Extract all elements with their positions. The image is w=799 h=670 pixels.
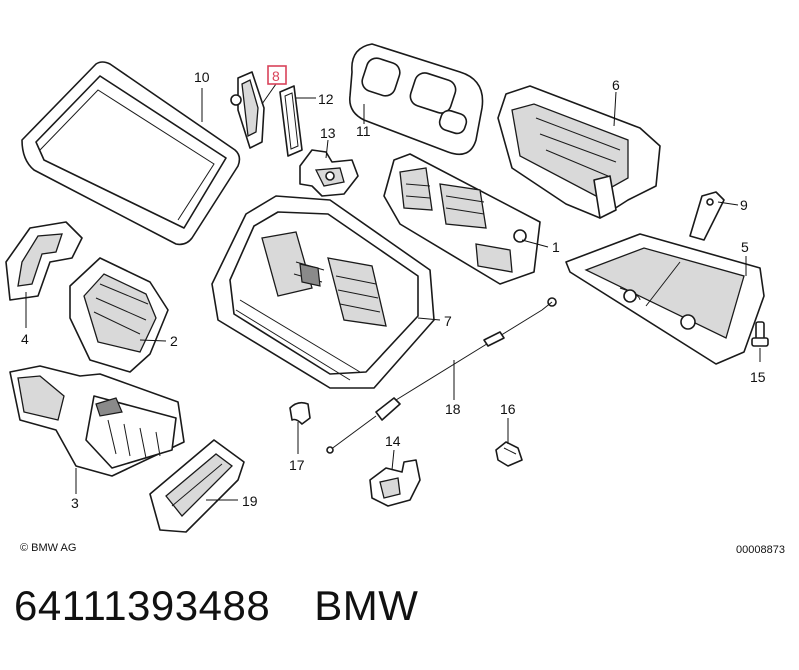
part-9-plate <box>689 191 725 241</box>
part-6-upper-housing <box>497 85 661 219</box>
part-3-blower-housing <box>9 365 185 477</box>
part-8-flap <box>230 71 265 149</box>
part-5-tray <box>565 233 765 365</box>
callout-17: 17 <box>289 457 305 473</box>
callout-19: 19 <box>242 493 258 509</box>
part-16-clip <box>495 441 523 467</box>
part-12-seal-strip <box>279 85 303 157</box>
part-10-gasket-frame <box>21 61 241 246</box>
callout-5: 5 <box>741 239 749 255</box>
callout-8: 8 <box>272 68 280 84</box>
callout-7: 7 <box>444 313 452 329</box>
drawing-id: 00008873 <box>736 544 785 556</box>
part-7-heater-housing <box>211 195 435 389</box>
callout-15: 15 <box>750 369 766 385</box>
callout-13: 13 <box>320 125 336 141</box>
part-1-vent-panel <box>383 153 541 285</box>
part-number: 64111393488 <box>14 582 271 629</box>
brand-name: BMW <box>314 582 419 629</box>
copyright-text: © BMW AG <box>20 542 77 554</box>
callout-labels: 10 8 12 13 11 6 9 1 5 15 7 4 2 3 19 17 1… <box>21 65 766 511</box>
callout-12: 12 <box>318 91 334 107</box>
part-19-lower-duct <box>149 439 245 533</box>
callout-16: 16 <box>500 401 516 417</box>
part-15-screw <box>751 321 769 347</box>
callout-8-highlight-box <box>267 65 287 85</box>
part-18-cable <box>326 297 557 454</box>
callout-3: 3 <box>71 495 79 511</box>
callout-10: 10 <box>194 69 210 85</box>
part-listing-caption: 64111393488 BMW <box>14 582 418 630</box>
part-17-clip <box>289 401 311 425</box>
callout-4: 4 <box>21 331 29 347</box>
part-2-curved-duct <box>69 257 169 373</box>
callout-6: 6 <box>612 77 620 93</box>
callout-14: 14 <box>385 433 401 449</box>
callout-18: 18 <box>445 401 461 417</box>
callout-2: 2 <box>170 333 178 349</box>
part-11-gasket <box>348 43 484 156</box>
leader-lines <box>25 83 761 501</box>
callout-9: 9 <box>740 197 748 213</box>
part-13-bracket <box>299 149 359 197</box>
part-4-duct <box>5 221 83 301</box>
callout-11: 11 <box>356 123 371 139</box>
callout-1: 1 <box>552 239 560 255</box>
part-14-holder <box>369 459 421 507</box>
